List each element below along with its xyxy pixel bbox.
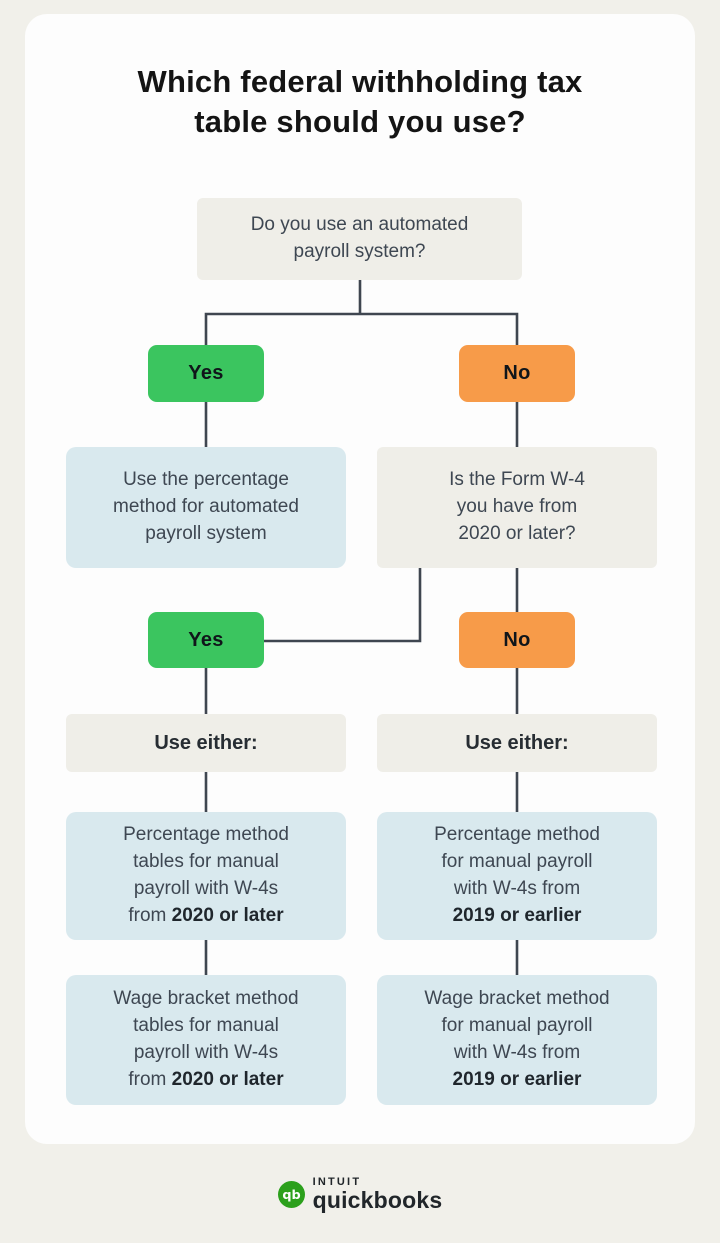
quickbooks-logo: qb INTUIT quickbooks bbox=[0, 1176, 720, 1212]
yes-badge-level1: Yes bbox=[148, 345, 264, 402]
use-either-left-header: Use either: bbox=[66, 714, 346, 772]
use-either-right-header: Use either: bbox=[377, 714, 657, 772]
no-badge-level1: No bbox=[459, 345, 575, 402]
yes-badge-level2: Yes bbox=[148, 612, 264, 668]
intuit-wordmark: INTUIT bbox=[312, 1176, 362, 1188]
quickbooks-circle-icon: qb bbox=[277, 1180, 305, 1208]
logo-wordmark: INTUIT quickbooks bbox=[313, 1176, 443, 1212]
qb-monogram: qb bbox=[282, 1188, 300, 1203]
no-badge-level2: No bbox=[459, 612, 575, 668]
quickbooks-wordmark: quickbooks bbox=[312, 1187, 443, 1213]
